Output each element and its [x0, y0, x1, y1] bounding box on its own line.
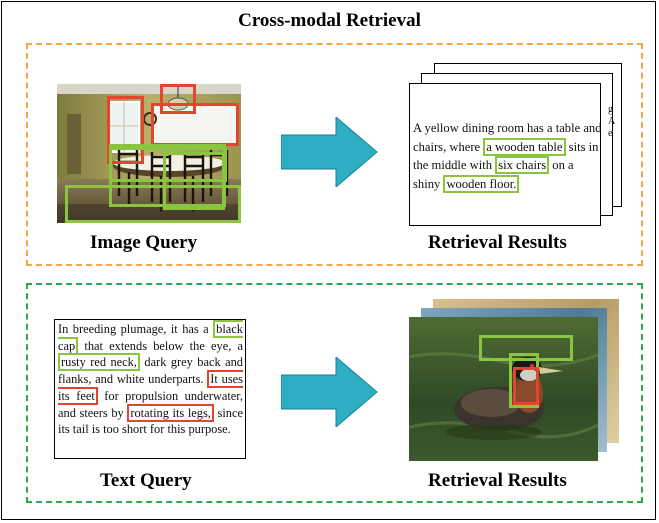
bbox-chairs-left [109, 144, 226, 207]
result-card-front [409, 83, 601, 226]
card-edge-letters: g A e [608, 104, 616, 139]
bottom-results-caption: Retrieval Results [428, 470, 567, 491]
text-segment: since its tail is too short for this pur… [58, 405, 243, 437]
text-segment: A yellow dining room has a table and cha… [413, 121, 602, 154]
grebe-photo [409, 317, 598, 461]
phrase-highlight: black cap [58, 320, 243, 355]
bbox-floor [65, 185, 241, 223]
text-segment: dark grey back and flanks, and white und… [58, 355, 243, 387]
text-to-image-panel [26, 283, 643, 503]
phrase-highlight: a wooden table [483, 137, 566, 156]
text-segment: on a shiny [413, 158, 574, 191]
bbox-back-wall [151, 103, 239, 146]
top-results-caption: Retrieval Results [428, 232, 567, 253]
figure-title: Cross-modal Retrieval [238, 10, 421, 31]
arrow-right-icon [281, 357, 378, 427]
text-segment: In breeding plumage, it has a [58, 322, 214, 336]
arrow-right-icon [281, 117, 378, 187]
bbox-feet [513, 367, 539, 405]
text-segment: for propulsion underwater, and steers by [58, 388, 244, 420]
image-to-text-panel [26, 43, 643, 266]
dining-room-photo [57, 84, 241, 223]
query-text: In breeding plumage, it has a black cap … [58, 320, 244, 438]
bbox-black-cap [479, 335, 573, 361]
phrase-highlight: It uses its feet [58, 370, 243, 405]
text-segment: that extends below the eye, a [78, 338, 243, 353]
phrase-highlight: six chairs [495, 156, 550, 174]
phrase-highlight: rusty red neck, [58, 353, 140, 372]
text-query-card [54, 319, 246, 459]
retrieved-text: A yellow dining room has a table and cha… [413, 119, 603, 193]
phrase-highlight: rotating its legs, [127, 403, 214, 422]
phrase-highlight: wooden floor. [443, 174, 520, 193]
text-segment: sits in the middle with [413, 139, 599, 173]
image-query-caption: Image Query [90, 232, 198, 253]
text-query-caption: Text Query [100, 470, 192, 491]
bbox-window [107, 96, 144, 164]
bbox-chandelier [160, 84, 196, 114]
